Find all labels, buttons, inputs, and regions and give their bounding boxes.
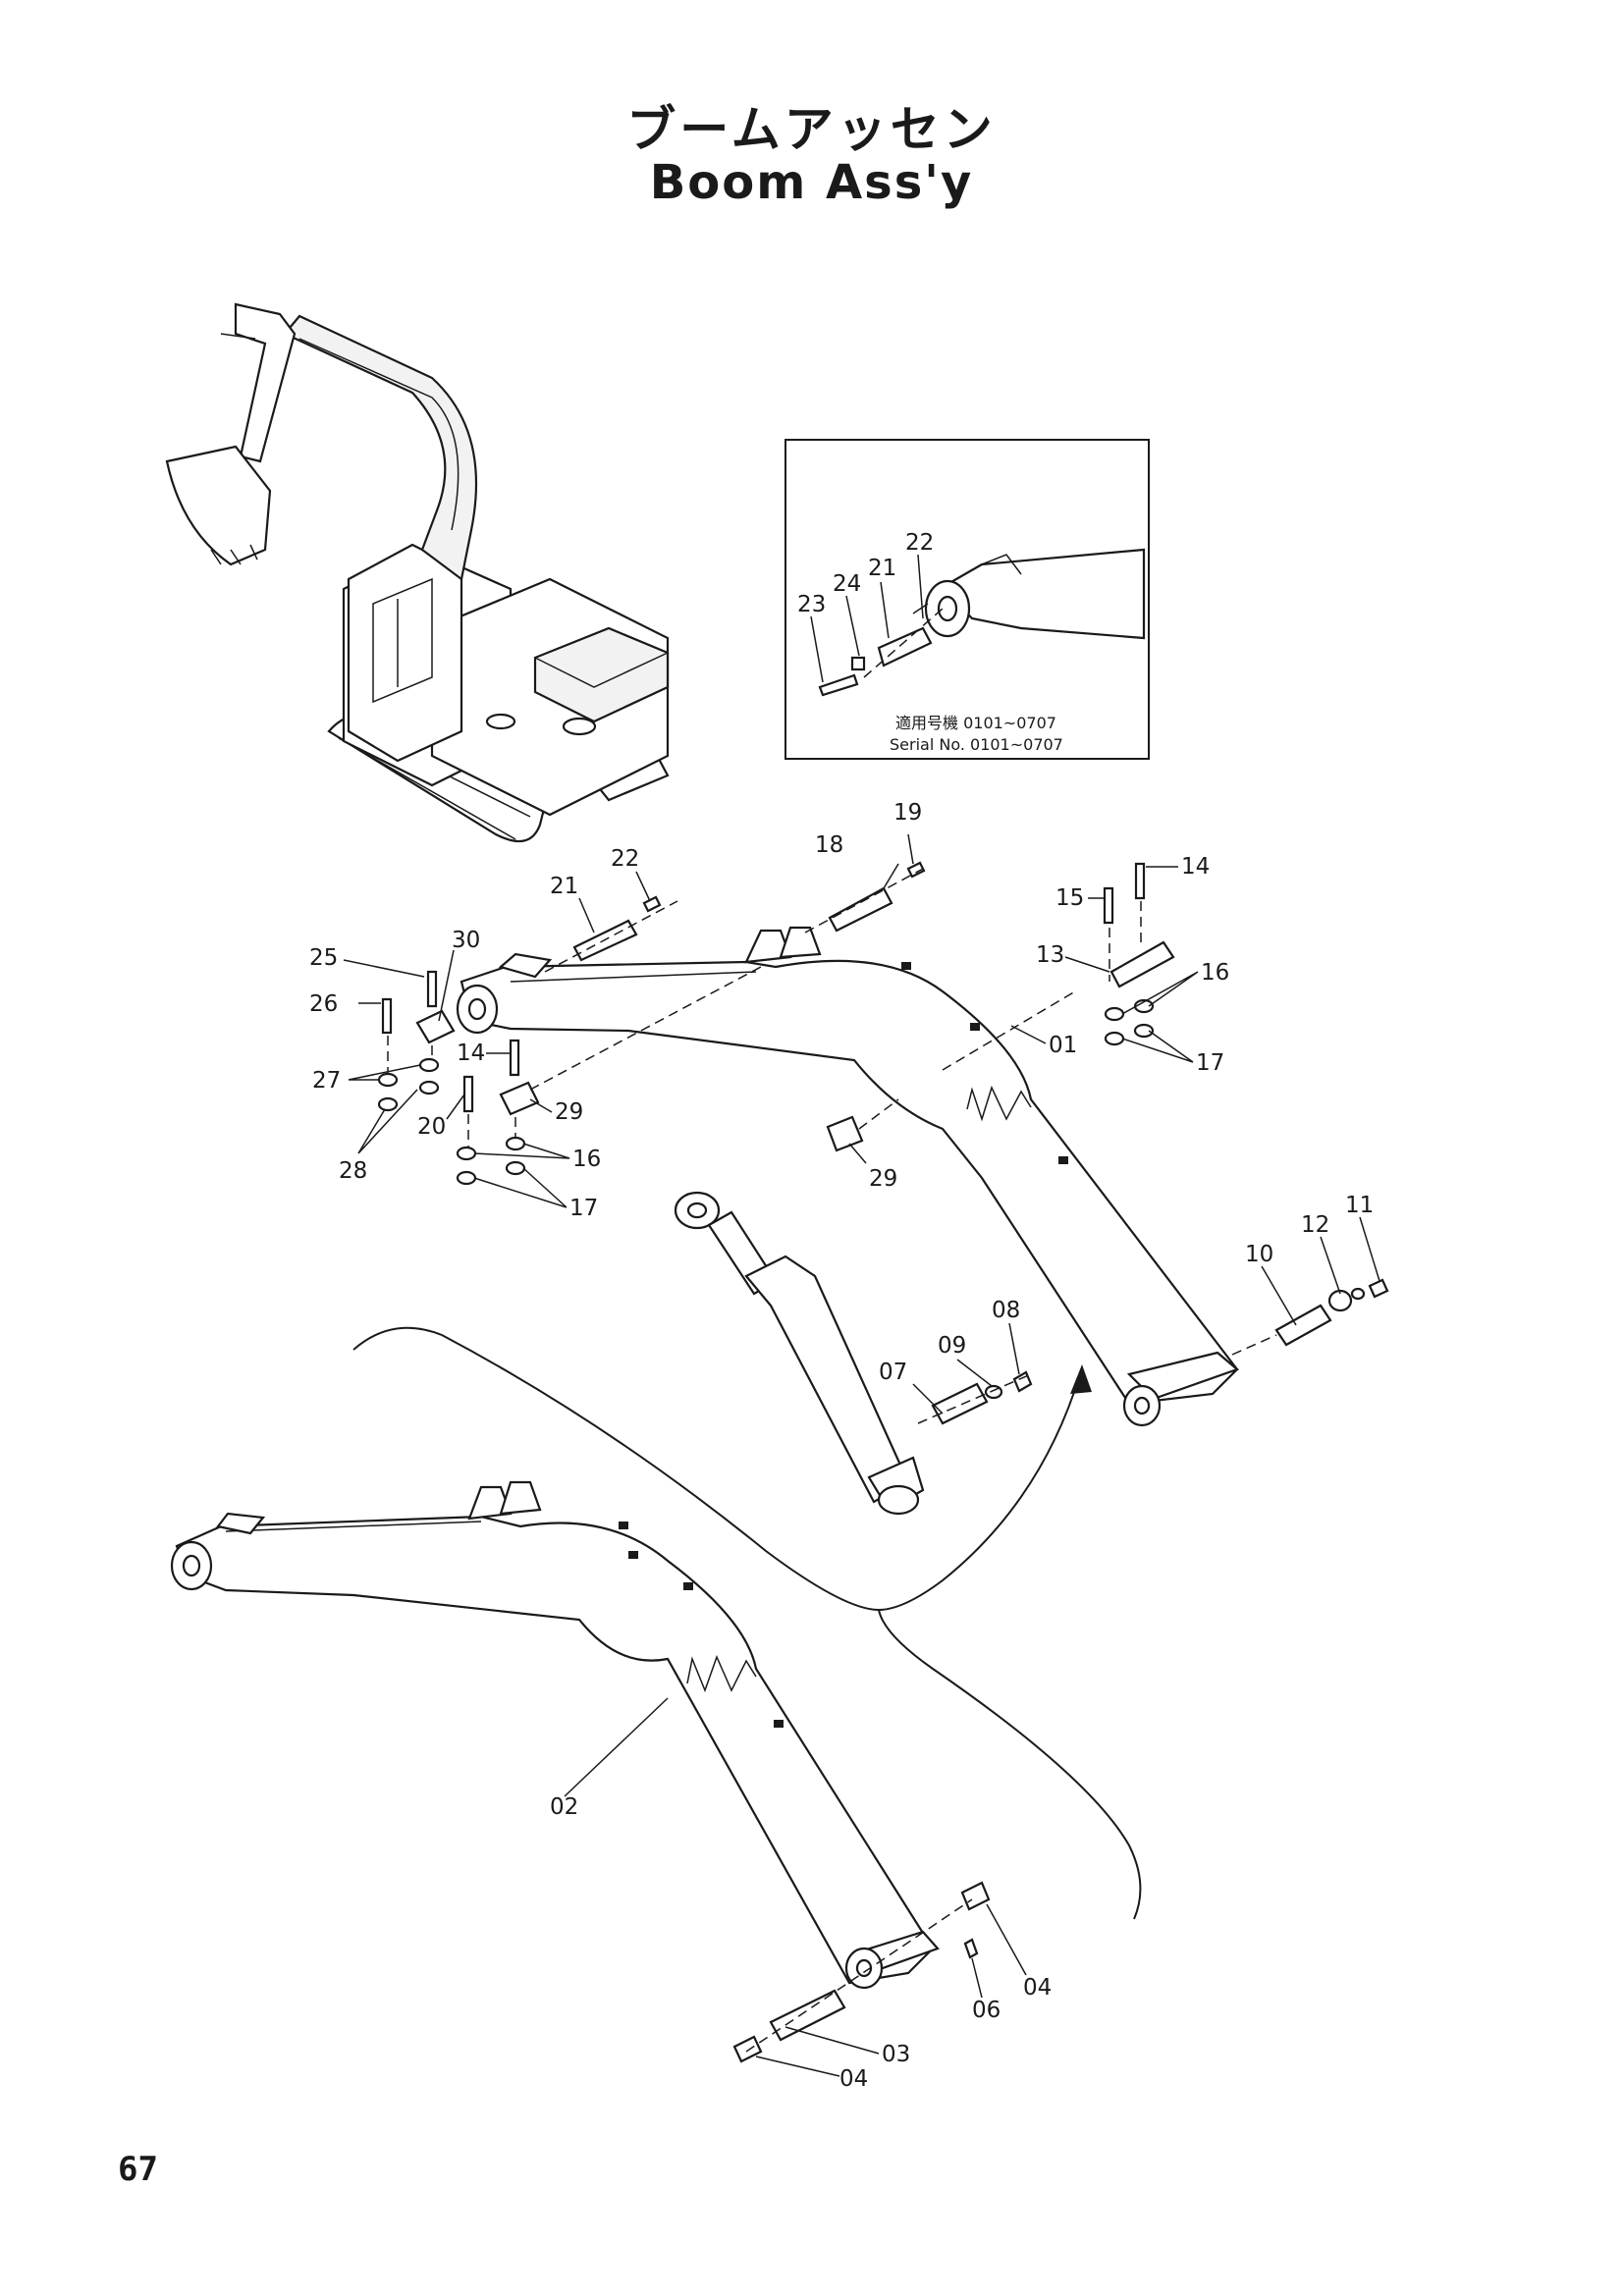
page-number: 67	[118, 2150, 158, 2189]
callout-labels: 01 02 03 04 04 06 07 08 09 10 11 12 13 1…	[309, 800, 1374, 2092]
callout-29-left: 29	[555, 1099, 583, 1125]
callout-14-left: 14	[457, 1041, 485, 1066]
callout-06: 06	[972, 1998, 1001, 2023]
callout-22: 22	[611, 846, 639, 872]
title-japanese: ブームアッセン	[626, 101, 997, 158]
callout-21: 21	[550, 874, 578, 899]
excavator-illustration	[165, 302, 670, 843]
inset-serial-japanese: 適用号機 0101~0707	[895, 714, 1056, 732]
callout-28: 28	[339, 1158, 367, 1184]
callout-08: 08	[992, 1298, 1020, 1323]
callout-02: 02	[550, 1794, 578, 1820]
boom-cylinder	[674, 1191, 925, 1516]
callout-13: 13	[1036, 942, 1064, 968]
inset-callout-21: 21	[868, 556, 896, 581]
inset-box: 22 21 24 23 適用号機 0101~0707 Serial No. 01…	[784, 439, 1150, 760]
assembly-arrow	[352, 1326, 1142, 1920]
callout-11: 11	[1345, 1193, 1374, 1218]
inset-callout-23: 23	[797, 592, 826, 617]
callout-04-lower: 04	[839, 2066, 868, 2092]
boom-02	[170, 1480, 940, 1990]
callout-03: 03	[882, 2042, 910, 2067]
callout-27: 27	[312, 1068, 341, 1094]
callout-16-left: 16	[572, 1147, 601, 1172]
callout-01: 01	[1049, 1033, 1077, 1058]
callout-25: 25	[309, 945, 338, 971]
callout-17-left: 17	[569, 1196, 598, 1221]
callout-12: 12	[1301, 1212, 1329, 1238]
boom-01	[456, 926, 1240, 1427]
inset-callout-22: 22	[905, 530, 934, 556]
callout-14-right: 14	[1181, 854, 1210, 880]
callout-16-right: 16	[1201, 960, 1229, 986]
callout-19: 19	[893, 800, 922, 826]
inset-serial-english: Serial No. 0101~0707	[890, 735, 1063, 754]
callout-18: 18	[815, 832, 843, 858]
callout-15: 15	[1055, 885, 1084, 911]
callout-09: 09	[938, 1333, 966, 1359]
callout-10: 10	[1245, 1242, 1273, 1267]
callout-17-right: 17	[1196, 1050, 1224, 1076]
callout-leaders	[343, 833, 1380, 2077]
callout-20: 20	[417, 1114, 446, 1140]
callout-29-right: 29	[869, 1166, 897, 1192]
inset-callout-24: 24	[833, 571, 861, 597]
callout-07: 07	[879, 1360, 907, 1385]
title-english: Boom Ass'y	[649, 155, 974, 210]
callout-30: 30	[452, 928, 480, 953]
callout-04-upper: 04	[1023, 1975, 1052, 2001]
callout-26: 26	[309, 991, 338, 1017]
